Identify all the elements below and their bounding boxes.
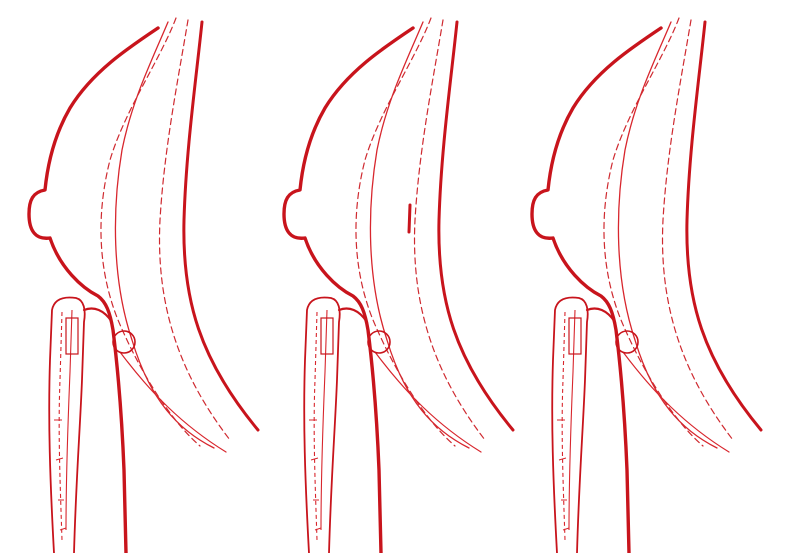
highlight-segment [409, 205, 410, 232]
profile-panel-1 [29, 18, 258, 553]
profile-panel-2 [284, 18, 513, 553]
profile-panel-3 [532, 18, 761, 553]
